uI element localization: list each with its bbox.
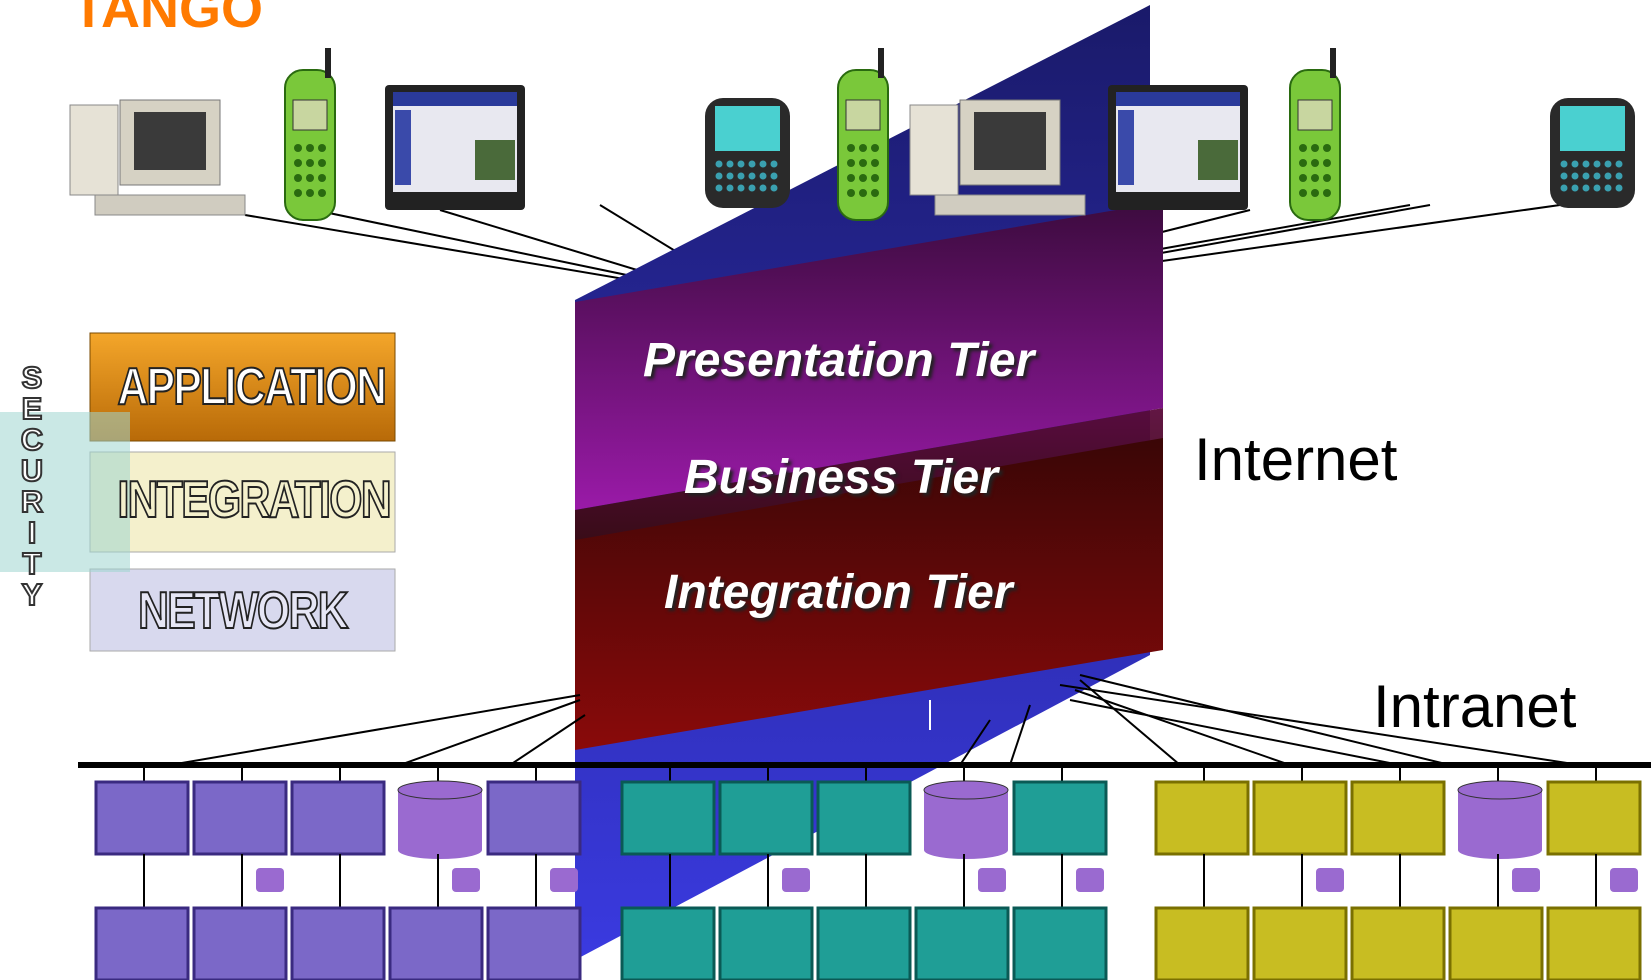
server-node-icon [94,780,190,856]
server-node-icon [718,906,814,980]
server-node-icon [1350,906,1446,980]
mobile-phone-icon [837,48,889,221]
server-node-icon [1448,906,1544,980]
security-letter: Y [21,577,44,612]
server-node-icon [290,780,386,856]
server-node-icon [1012,780,1108,856]
server-node-icon [94,906,190,980]
small-database-icon [1610,868,1638,892]
security-overlay [0,412,130,572]
server-connection-lines [169,674,1581,766]
network-layer-label: NETWORK [137,581,349,641]
security-letter: U [20,453,44,488]
security-letter: R [20,484,44,519]
small-database-icon [452,868,480,892]
security-label: S E C U R I T Y [10,360,54,612]
server-node-icon [1252,780,1348,856]
application-layer-label: APPLICATION [117,357,388,417]
server-node-icon [1012,906,1108,980]
server-node-icon [816,906,912,980]
server-node-icon [1350,780,1446,856]
network-layer-box [89,568,396,652]
security-letter: I [27,515,38,550]
integration-tier-panel [575,438,1163,750]
client-devices [69,48,1635,221]
server-node-icon [620,906,716,980]
business-tier-label: Business Tier [684,451,998,504]
server-node-icon [388,906,484,980]
server-node-icon [192,906,288,980]
desktop-pc-icon [69,99,246,216]
security-letter: S [21,360,44,395]
server-cluster [1154,765,1642,980]
integration-layer: INTEGRATION [90,452,395,560]
pager-icon [1550,98,1635,208]
database-icon [923,780,1009,859]
internet-label: Internet [1194,426,1398,493]
server-clusters [94,765,1642,980]
small-database-icon [550,868,578,892]
server-node-icon [816,780,912,856]
database-icon [397,780,483,859]
server-node-icon [1154,780,1250,856]
integration-tier-label: Integration Tier [664,566,1013,619]
server-node-icon [1546,780,1642,856]
small-database-icon [1316,868,1344,892]
network-layer: NETWORK [90,569,395,677]
presentation-tier-panel [575,202,1163,510]
small-database-icon [782,868,810,892]
integration-layer-box [89,451,396,553]
server-node-icon [914,906,1010,980]
application-layer-box [89,332,396,442]
client-connection-lines [244,204,1561,286]
small-database-icon [256,868,284,892]
database-icon [1457,780,1543,859]
server-node-icon [1154,906,1250,980]
integration-layer-label: INTEGRATION [117,470,393,530]
mobile-phone-icon [284,48,336,221]
pager-icon [705,98,790,208]
small-database-icon [978,868,1006,892]
server-node-icon [192,780,288,856]
security-letter: T [22,546,43,581]
web-monitor-icon [1108,85,1248,210]
server-cluster [620,765,1108,980]
small-database-icon [1076,868,1104,892]
server-cluster [94,765,582,980]
server-node-icon [486,780,582,856]
server-node-icon [620,780,716,856]
desktop-pc-icon [909,99,1086,216]
application-layer: APPLICATION [90,333,395,441]
server-node-icon [290,906,386,980]
small-database-icon [1512,868,1540,892]
diagram-title: TANGO [72,0,263,39]
security-letter: C [20,422,44,457]
presentation-tier-label: Presentation Tier [643,334,1035,387]
server-node-icon [1252,906,1348,980]
security-letter: E [21,391,44,426]
web-monitor-icon [385,85,525,210]
intranet-label: Intranet [1373,673,1577,740]
server-node-icon [486,906,582,980]
server-node-icon [718,780,814,856]
mobile-phone-icon [1289,48,1341,221]
server-node-icon [1546,906,1642,980]
